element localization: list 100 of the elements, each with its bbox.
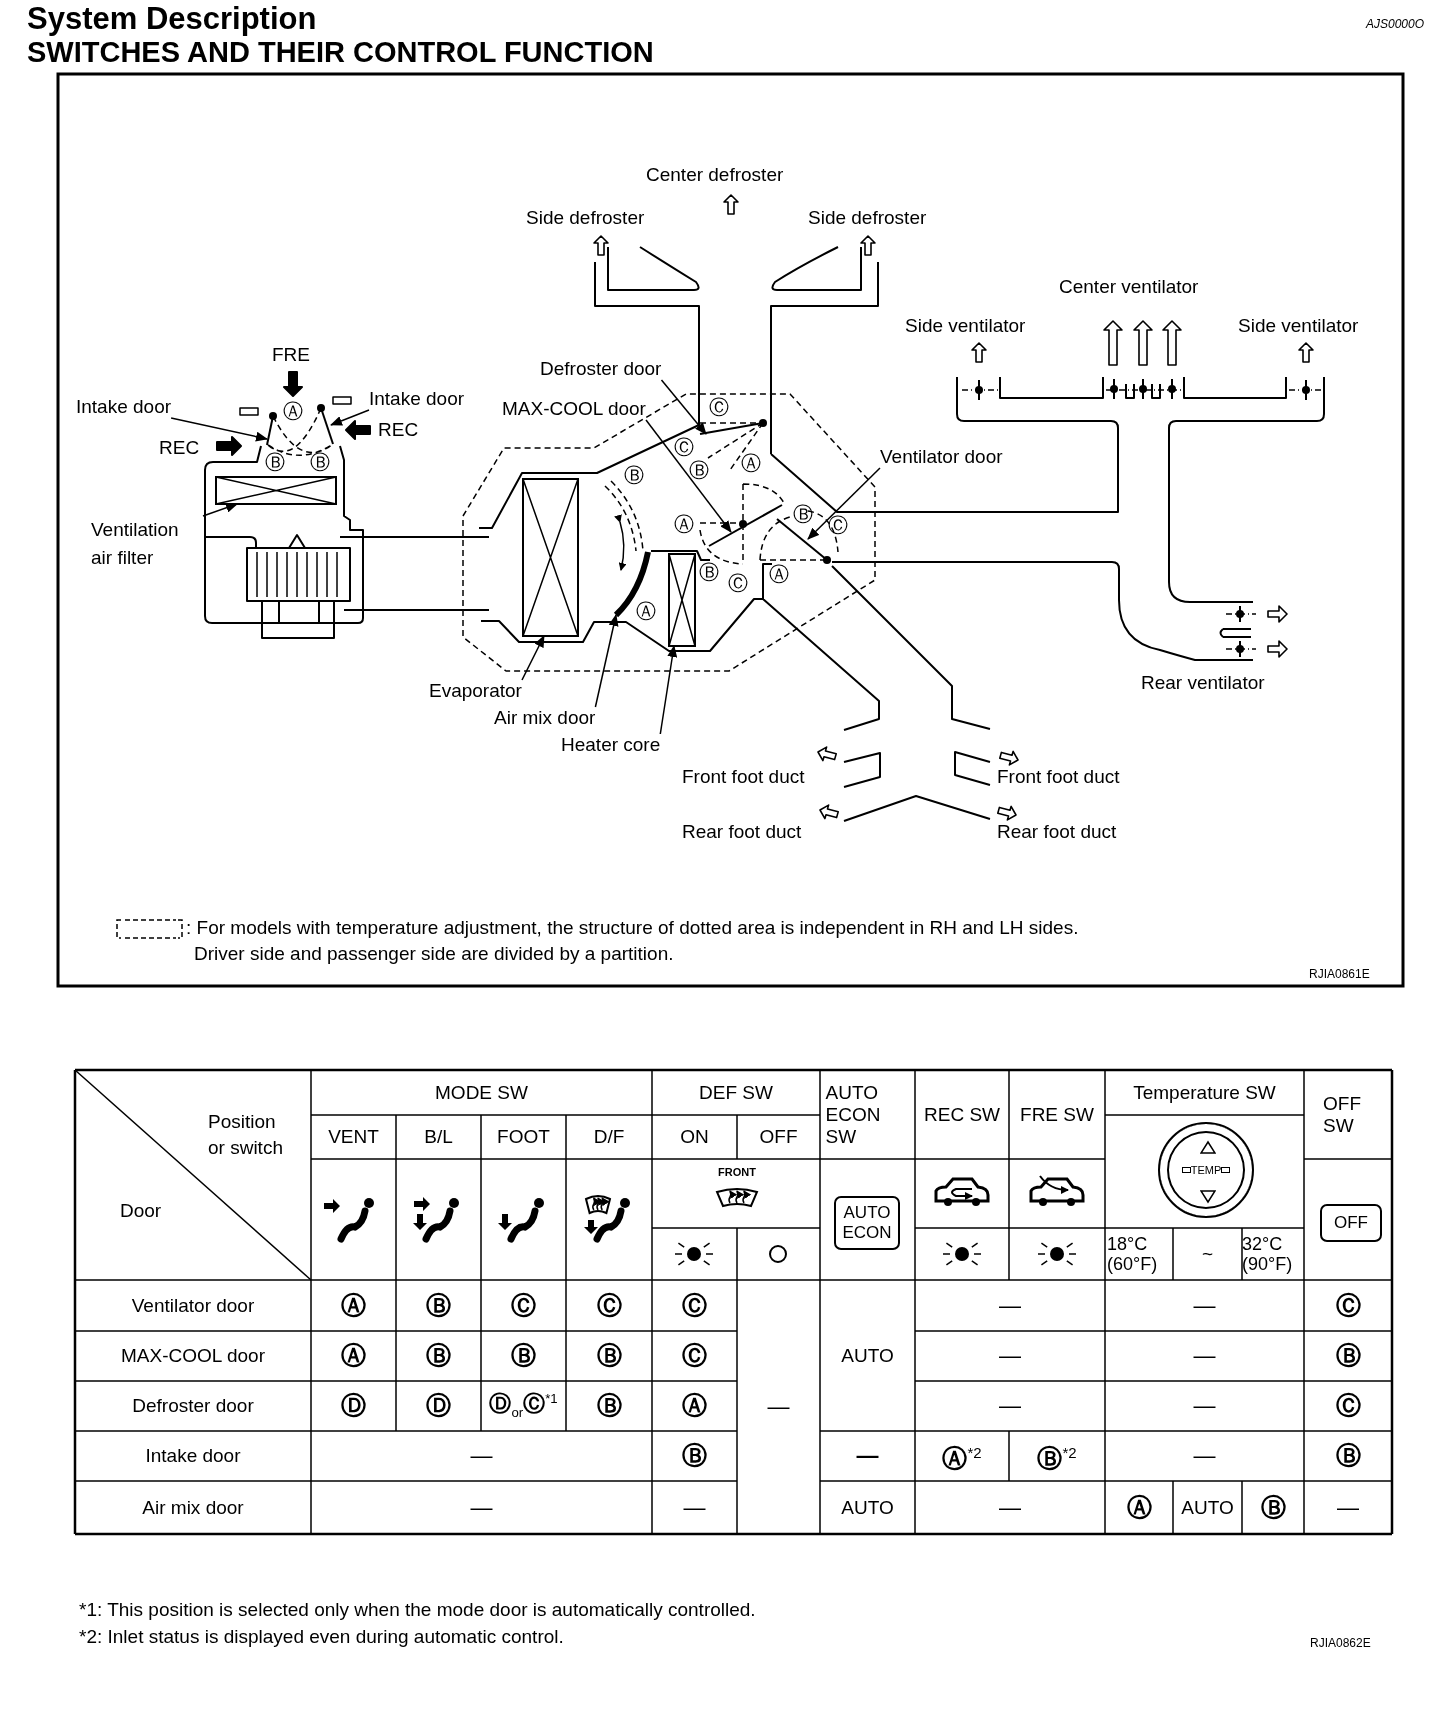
- door-position-marker: Ⓓ: [341, 1392, 366, 1420]
- position-marker: Ⓒ: [728, 573, 748, 593]
- door-position-marker: Ⓑ: [1260, 1493, 1286, 1522]
- leader-line: [594, 614, 619, 708]
- column-header: AUTO ECON SW: [825, 1081, 882, 1148]
- position-marker: Ⓐ: [741, 453, 761, 473]
- part-label: Ventilator door: [880, 446, 1003, 468]
- legend-text: : For models with temperature adjustment, the structure of dotted area is independent in RH and LH sides. Driver side and passenger side are divided by a partition.: [186, 916, 1080, 966]
- row-header: Intake door: [145, 1445, 241, 1467]
- door-position-marker: Ⓒ: [682, 1342, 707, 1370]
- door-position-marker: Ⓐ: [682, 1392, 707, 1420]
- heater-core-element: [668, 553, 696, 647]
- evaporator-core: [522, 478, 579, 637]
- door-position-marker: Ⓓ$_{or}$Ⓒ$^{*1}$: [489, 1390, 558, 1422]
- part-label: Ventilation air filter: [91, 516, 203, 572]
- position-marker: Ⓑ: [689, 460, 709, 480]
- outlet-label: Center ventilator: [1059, 276, 1199, 298]
- position-marker: Ⓐ: [283, 401, 303, 421]
- column-header: MODE SW: [435, 1081, 528, 1104]
- off-button: OFF: [1320, 1204, 1382, 1242]
- door-position-marker: Ⓑ: [682, 1442, 707, 1470]
- not-applicable-dash: —: [1193, 1395, 1216, 1417]
- door-flap: [708, 504, 783, 547]
- part-label: Intake door: [369, 388, 465, 410]
- leader-line: [202, 502, 238, 517]
- outlet-label: Side ventilator: [905, 315, 1026, 337]
- airflow-label: FRE: [272, 344, 310, 366]
- outlet-label: Front foot duct: [997, 766, 1120, 788]
- outlet-label: Rear foot duct: [682, 821, 802, 843]
- outlet-label: Rear ventilator: [1141, 672, 1265, 694]
- position-marker: Ⓑ: [310, 452, 330, 472]
- door-position-marker: Ⓐ: [1126, 1493, 1152, 1522]
- part-label: Air mix door: [494, 707, 596, 729]
- not-applicable-dash: —: [767, 1396, 790, 1418]
- footnote: *1: This position is selected only when the mode door is automatically controlled.: [79, 1599, 756, 1621]
- position-marker: Ⓒ: [709, 397, 729, 417]
- position-marker: Ⓒ: [674, 437, 694, 457]
- door-position-marker: Ⓑ: [1335, 1442, 1361, 1470]
- cell-value: AUTO: [841, 1496, 894, 1519]
- position-marker: Ⓑ: [624, 465, 644, 485]
- column-header: VENT: [328, 1126, 379, 1148]
- position-marker: Ⓒ: [828, 515, 848, 535]
- door-position-marker: Ⓑ: [426, 1342, 451, 1370]
- door-position-marker: Ⓑ: [596, 1342, 622, 1370]
- column-header: ON: [680, 1126, 709, 1148]
- row-header: MAX-COOL door: [121, 1345, 265, 1367]
- reference-code: AJS0000O: [1366, 17, 1425, 31]
- cell-value: AUTO: [1181, 1496, 1234, 1519]
- cell-value: 32°C (90°F): [1242, 1234, 1294, 1274]
- door-position-marker: Ⓑ: [1335, 1342, 1361, 1370]
- outlet-label: Center defroster: [646, 164, 784, 186]
- footnote: *2: Inlet status is displayed even during automatic control.: [79, 1626, 564, 1648]
- column-header: FRE SW: [1020, 1103, 1094, 1126]
- door-position-marker: Ⓑ$^{*2}$: [1037, 1442, 1077, 1474]
- part-label: Defroster door: [540, 358, 662, 380]
- part-label: MAX-COOL door: [502, 398, 646, 420]
- leader-line: [660, 379, 707, 435]
- door-flap: [320, 407, 334, 445]
- outlet-label: Side ventilator: [1238, 315, 1359, 337]
- position-marker: Ⓑ: [793, 504, 813, 524]
- cell-value: 18°C (60°F): [1107, 1234, 1159, 1274]
- temperature-dial: TEMP: [1158, 1122, 1254, 1218]
- column-header: OFF: [759, 1126, 798, 1148]
- auto-econ-button: AUTO ECON: [834, 1196, 900, 1250]
- position-marker: Ⓑ: [699, 562, 719, 582]
- not-applicable-dash: —: [1193, 1345, 1216, 1367]
- icon-caption: FRONT: [718, 1166, 756, 1178]
- column-header: D/F: [593, 1126, 625, 1148]
- part-label: Intake door: [76, 396, 172, 418]
- reference-code: RJIA0862E: [1310, 1636, 1371, 1650]
- title: System Description: [27, 2, 317, 36]
- leader-line: [170, 417, 268, 442]
- airflow-label: REC: [378, 419, 419, 441]
- door-position-marker: Ⓓ: [426, 1392, 451, 1420]
- not-applicable-dash: —: [856, 1445, 879, 1467]
- outlet-label: Side defroster: [808, 207, 927, 229]
- position-marker: Ⓐ: [769, 564, 789, 584]
- door-position-marker: Ⓒ: [511, 1291, 536, 1320]
- door-position-marker: Ⓑ: [511, 1342, 536, 1370]
- position-marker: Ⓐ: [674, 514, 694, 534]
- not-applicable-dash: —: [683, 1496, 706, 1519]
- reference-code: RJIA0861E: [1309, 967, 1370, 981]
- position-marker: Ⓐ: [636, 601, 656, 621]
- section-heading: SWITCHES AND THEIR CONTROL FUNCTION: [27, 36, 654, 68]
- column-header: DEF SW: [699, 1081, 773, 1104]
- column-header: Position or switch: [208, 1110, 284, 1160]
- not-applicable-dash: —: [999, 1345, 1021, 1367]
- door-position-marker: Ⓐ: [341, 1291, 366, 1320]
- outlet-label: Rear foot duct: [997, 821, 1117, 843]
- column-header: FOOT: [497, 1126, 550, 1148]
- not-applicable-dash: —: [999, 1294, 1021, 1317]
- not-applicable-dash: —: [470, 1445, 493, 1467]
- position-marker: Ⓑ: [265, 452, 285, 472]
- not-applicable-dash: —: [1337, 1496, 1359, 1519]
- leader-line: [330, 409, 370, 426]
- not-applicable-dash: —: [1193, 1445, 1216, 1467]
- door-position-marker: Ⓑ: [426, 1291, 451, 1320]
- outlet-label: Side defroster: [526, 207, 645, 229]
- column-header: REC SW: [924, 1103, 1000, 1126]
- door-position-marker: Ⓐ$^{*2}$: [942, 1442, 982, 1474]
